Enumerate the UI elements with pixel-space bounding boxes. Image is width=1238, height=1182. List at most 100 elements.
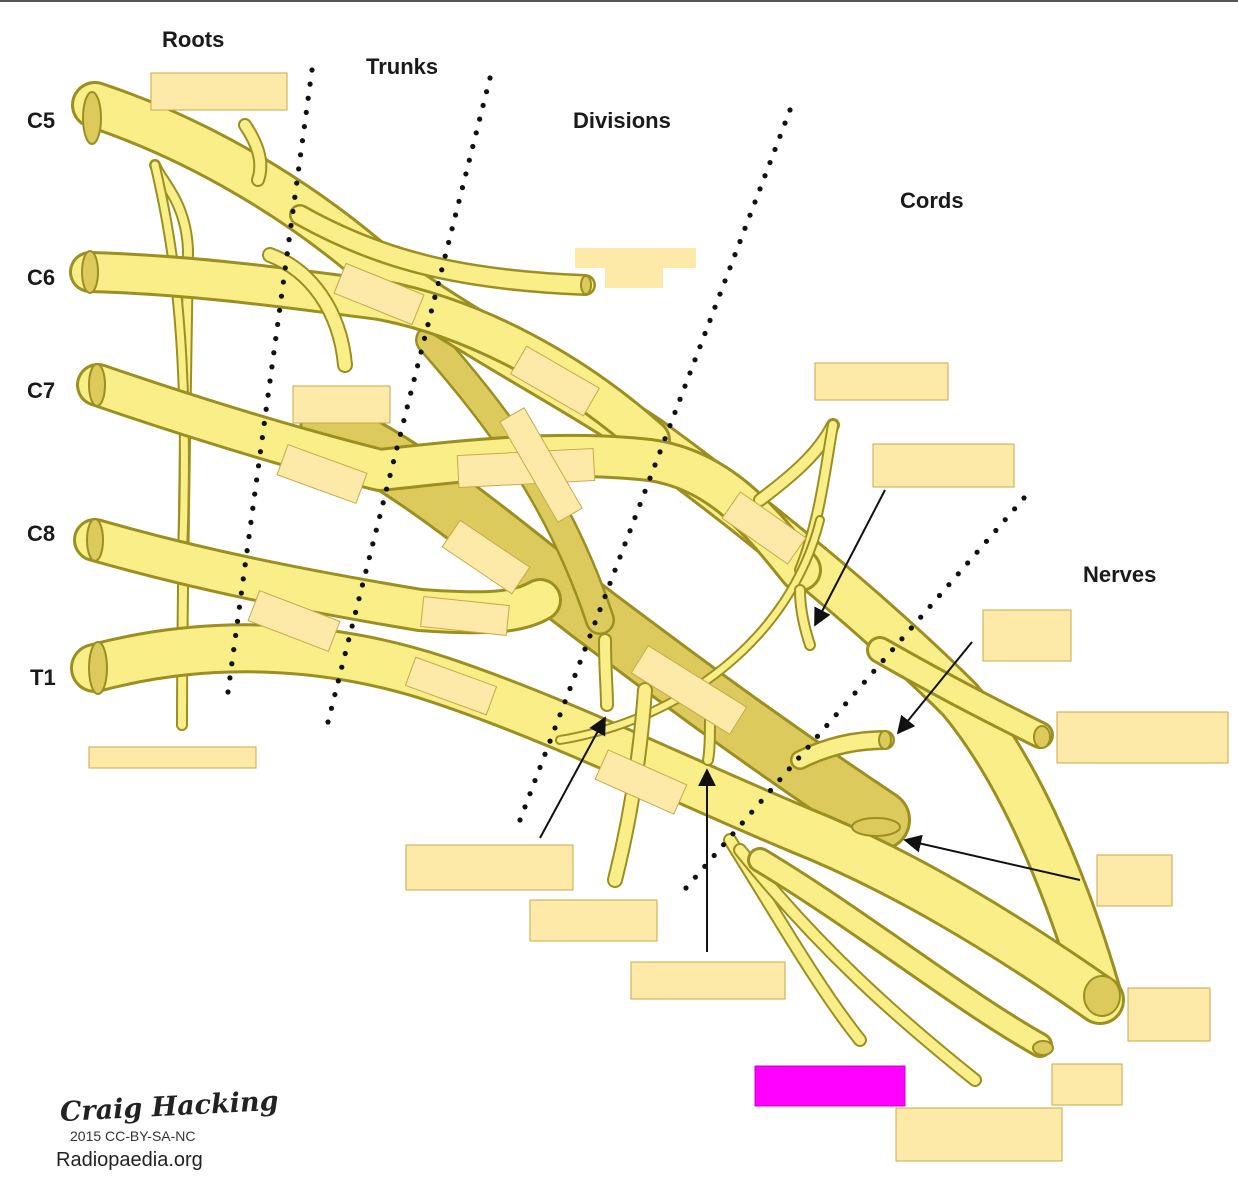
label-box[interactable] [88, 746, 257, 769]
label-box[interactable] [292, 385, 391, 424]
divider-dot [404, 404, 410, 410]
label-box[interactable] [405, 844, 574, 891]
label-box[interactable] [814, 362, 949, 401]
label-box[interactable] [575, 248, 696, 268]
divider-dot [547, 738, 553, 744]
divider-dot [749, 809, 755, 815]
roots-trunks-divider [225, 67, 315, 695]
divider-dot [562, 699, 568, 705]
heading-divisions: Divisions [573, 108, 671, 133]
divider-dot [720, 842, 727, 848]
divider-dot [363, 568, 369, 574]
divider-dot [271, 350, 277, 356]
divider-dot [683, 885, 689, 891]
divider-dot [622, 541, 628, 547]
heading-roots: Roots [162, 27, 224, 52]
divider-dot [309, 67, 315, 73]
label-box[interactable] [150, 72, 288, 111]
label-box-highlighted[interactable] [754, 1065, 906, 1107]
divider-dot [758, 798, 764, 804]
divider-dot [927, 603, 933, 609]
divider-dot [652, 462, 658, 468]
label-box[interactable] [529, 899, 658, 942]
divider-dot [742, 225, 748, 231]
divider-dot [777, 133, 783, 139]
divider-dot [607, 580, 613, 586]
divider-dot [225, 689, 231, 695]
divider-dot [411, 376, 417, 383]
label-box[interactable] [499, 407, 583, 523]
divider-dot [278, 293, 285, 299]
divider-dot [303, 109, 309, 116]
divider-dot [273, 335, 279, 342]
divider-dot [296, 166, 302, 172]
label-box[interactable] [441, 519, 531, 595]
divider-dot [767, 787, 774, 794]
divider-dot [383, 486, 390, 492]
label-box[interactable] [721, 491, 807, 565]
divider-dot [805, 744, 811, 750]
divider-dot [537, 764, 543, 771]
divider-dot [435, 280, 441, 287]
divider-dot [252, 491, 258, 497]
divider-dot [1021, 495, 1027, 501]
label-box[interactable] [404, 656, 498, 716]
label-box[interactable] [594, 749, 688, 815]
divider-dot [282, 265, 288, 271]
label-box[interactable] [1056, 711, 1229, 764]
divider-dot [717, 291, 723, 297]
divider-dot [739, 820, 745, 826]
divider-dot [552, 725, 558, 731]
divider-dot [442, 253, 448, 259]
divider-dot [242, 562, 248, 568]
section-headings: Roots Trunks Divisions Cords Nerves [162, 27, 1156, 587]
label-box[interactable] [1051, 1063, 1123, 1106]
label-box[interactable] [605, 268, 663, 288]
divider-dot [782, 120, 788, 126]
divider-dot [470, 143, 476, 150]
divider-dot [276, 307, 283, 313]
divider-dot [288, 222, 294, 229]
label-box[interactable] [333, 262, 425, 326]
divider-dot [415, 363, 421, 369]
label-box[interactable] [630, 961, 786, 1000]
divider-dot [380, 500, 386, 506]
divider-dot [983, 538, 990, 544]
divider-dot [373, 527, 379, 533]
divider-dot [667, 422, 673, 429]
divider-dot [627, 528, 633, 534]
arrow-1 [814, 489, 886, 627]
divider-dot [446, 239, 452, 246]
label-box[interactable] [895, 1107, 1063, 1162]
label-box[interactable] [420, 596, 510, 636]
label-box[interactable] [872, 443, 1015, 488]
divider-dot [307, 81, 313, 87]
divider-dot [965, 560, 971, 566]
label-box[interactable] [509, 345, 601, 417]
divider-dot [662, 436, 668, 442]
divider-dot [567, 685, 573, 692]
level-c7: C7 [27, 378, 55, 403]
divider-dot [257, 449, 264, 455]
level-c5: C5 [27, 108, 55, 133]
divider-dot [439, 267, 445, 273]
label-box[interactable] [276, 443, 368, 505]
divider-dot [286, 237, 292, 243]
arrow-3 [903, 834, 1081, 881]
label-box[interactable] [630, 645, 748, 735]
divider-dot [305, 95, 311, 101]
divider-dot [390, 459, 397, 465]
label-box[interactable] [1096, 854, 1173, 907]
divider-dot [236, 604, 243, 610]
heading-trunks: Trunks [366, 54, 438, 79]
divider-dot [240, 576, 246, 582]
divider-dot [421, 335, 428, 341]
label-box[interactable] [1127, 987, 1211, 1042]
divider-dot [349, 623, 355, 629]
label-box[interactable] [982, 609, 1072, 662]
level-c8: C8 [27, 521, 55, 546]
divider-dot [889, 647, 896, 653]
label-box[interactable] [247, 590, 341, 652]
label-boxes [88, 72, 1229, 1162]
divider-dot [325, 719, 331, 725]
